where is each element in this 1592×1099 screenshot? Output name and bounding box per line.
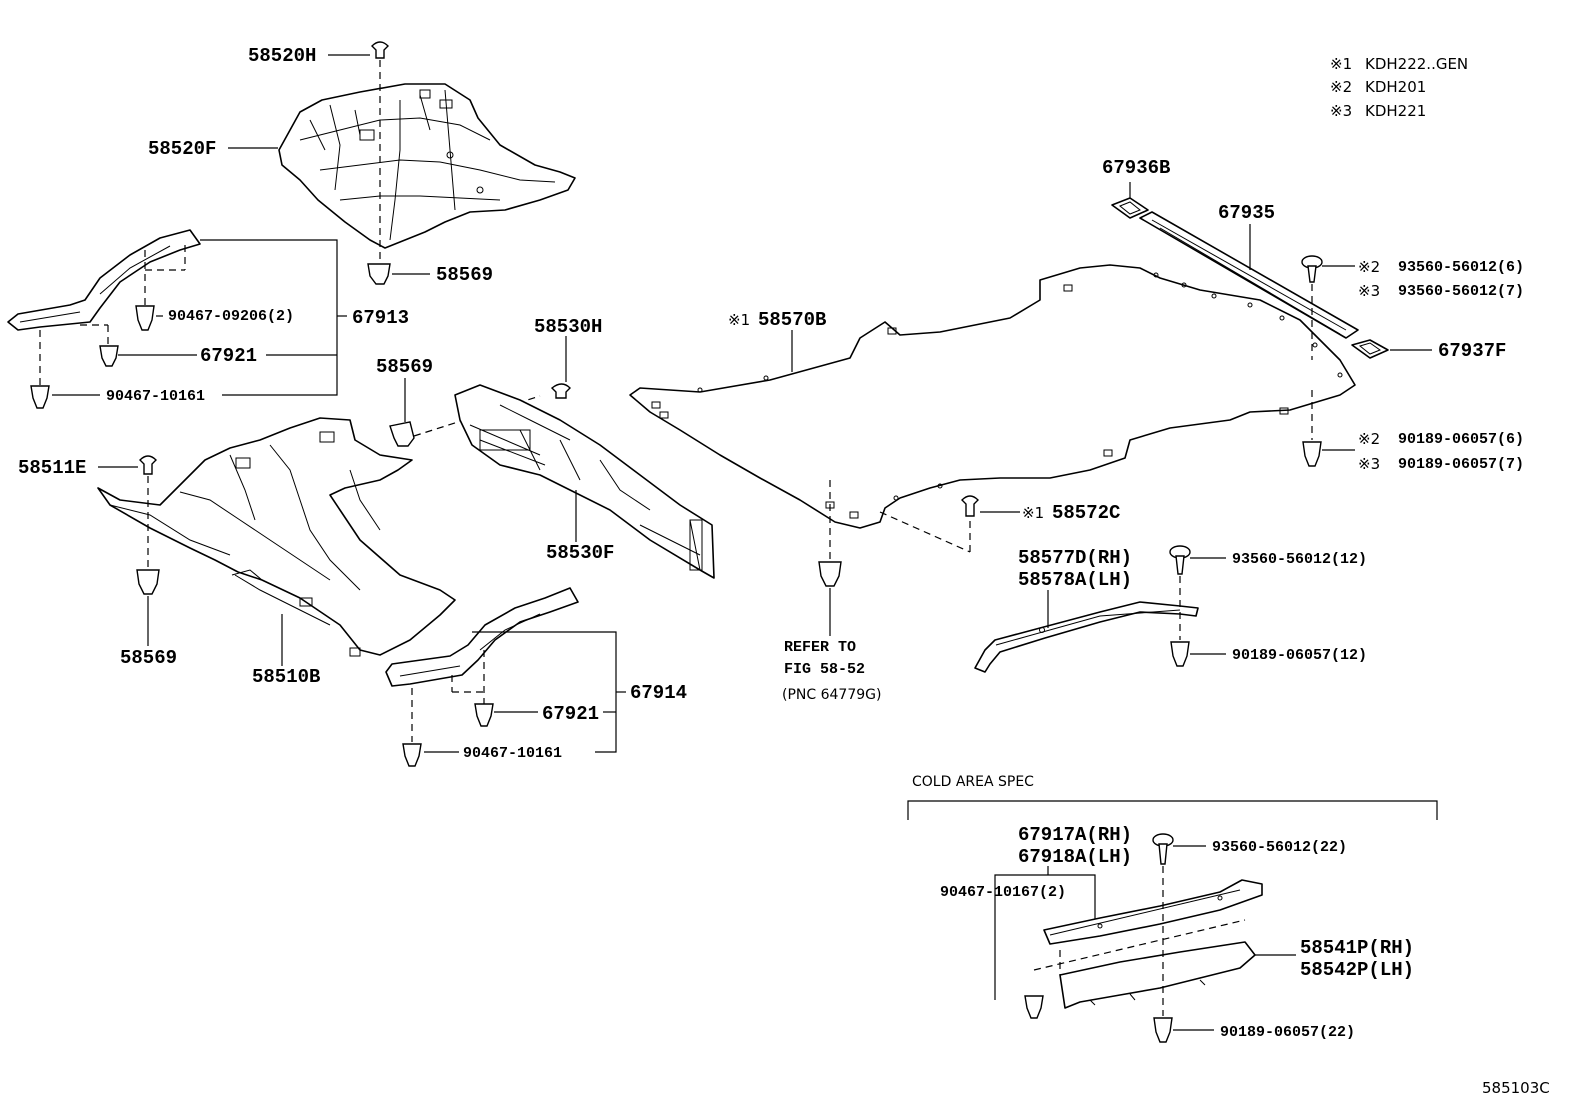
note-2-mark: ※2 [1330,78,1352,96]
model-notes: ※1 KDH222..GEN ※2 KDH201 ※3 KDH221 [1330,55,1468,120]
label-90467-10161-bottom: 90467-10161 [463,745,562,762]
clip-58511E [139,455,157,568]
part-58510B-drawing [97,417,456,657]
illustration-code: 585103C [1482,1079,1550,1097]
clip-67921-bottom [474,703,494,727]
clip-90189-06057-12 [1170,641,1190,667]
clip-90189-06057-22 [1153,1017,1173,1043]
clip-90189-06057-6 [1302,441,1322,467]
part-67913-drawing [7,229,201,385]
label-67936B: 67936B [1102,157,1170,179]
note-3-text: KDH221 [1365,102,1426,120]
label-90189-6-mark: ※2 [1358,430,1380,448]
label-67918A: 67918A(LH) [1018,846,1132,868]
part-58570B-drawing [629,264,1356,529]
label-67921-left: 67921 [200,345,257,367]
label-58569-top: 58569 [436,264,493,286]
label-93560-7: 93560-56012(7) [1398,283,1524,300]
label-93560-22: 93560-56012(22) [1212,839,1347,856]
part-67914-drawing [385,587,579,742]
part-58530F-drawing [454,384,715,579]
note-3-mark: ※3 [1330,102,1352,120]
label-58511E: 58511E [18,457,86,479]
label-58541P: 58541P(RH) [1300,937,1414,959]
refer-line-3: (PNC 64779G) [782,687,881,703]
part-67937F-drawing [1351,339,1389,359]
bolt-93560-56012-6 [1301,255,1323,283]
label-90189-22: 90189-06057(22) [1220,1024,1355,1041]
label-90467-10167: 90467-10167(2) [940,884,1066,901]
part-67936B-drawing [1111,197,1149,219]
label-90189-7: 90189-06057(7) [1398,456,1524,473]
label-93560-12: 93560-56012(12) [1232,551,1367,568]
clip-90467-10167 [1024,995,1044,1019]
part-67935-drawing [1139,211,1359,339]
label-93560-6-mark: ※2 [1358,258,1380,276]
label-58569-mid: 58569 [376,356,433,378]
label-58572C-mark: ※1 [1022,504,1044,522]
label-58570B: 58570B [758,309,826,331]
label-58578A: 58578A(LH) [1018,569,1132,591]
label-67935: 67935 [1218,202,1275,224]
refer-line-2: FIG 58-52 [784,661,865,678]
refer-line-1: REFER TO [784,639,856,656]
label-67913: 67913 [352,307,409,329]
label-58510B: 58510B [252,666,320,688]
clip-90467-10161-left [30,385,50,409]
label-58570B-mark: ※1 [728,311,750,329]
label-58520F: 58520F [148,138,216,160]
label-90189-12: 90189-06057(12) [1232,647,1367,664]
clip-58569-bottom [136,569,160,595]
cold-area-bracket [907,800,1438,820]
label-58572C: 58572C [1052,502,1120,524]
bolt-93560-56012-22 [1152,833,1174,865]
label-67917A: 67917A(RH) [1018,824,1132,846]
cold-area-heading: COLD AREA SPEC [912,774,1034,790]
clip-90467-09206 [135,305,155,331]
part-67917A-drawing [1043,879,1263,945]
label-90467-09206: 90467-09206(2) [168,308,294,325]
part-58541P-drawing [1059,941,1256,1009]
label-67937F: 67937F [1438,340,1506,362]
clip-58520H [371,41,389,262]
label-58577D: 58577D(RH) [1018,547,1132,569]
note-2-text: KDH201 [1365,78,1426,96]
label-67921-bottom: 67921 [542,703,599,725]
note-1-mark: ※1 [1330,55,1352,73]
label-90189-7-mark: ※3 [1358,455,1380,473]
label-93560-6: 93560-56012(6) [1398,259,1524,276]
label-58569-bottom: 58569 [120,647,177,669]
part-58520F-drawing [278,83,576,249]
label-58530F: 58530F [546,542,614,564]
label-58542P: 58542P(LH) [1300,959,1414,981]
bolt-93560-56012-12 [1169,545,1191,575]
clip-67921-left [99,345,119,367]
clip-58569-top [367,263,391,285]
clip-58572C [961,495,979,517]
clip-58530H [550,383,571,399]
clip-refer [818,561,842,587]
clip-90467-10161-bottom [402,743,422,767]
label-93560-7-mark: ※3 [1358,282,1380,300]
label-58520H: 58520H [248,45,316,67]
label-67914: 67914 [630,682,687,704]
label-58530H: 58530H [534,316,602,338]
note-1-text: KDH222..GEN [1365,55,1468,73]
part-58577D-drawing [974,601,1199,673]
label-90467-10161-left: 90467-10161 [106,388,205,405]
label-90189-6: 90189-06057(6) [1398,431,1524,448]
